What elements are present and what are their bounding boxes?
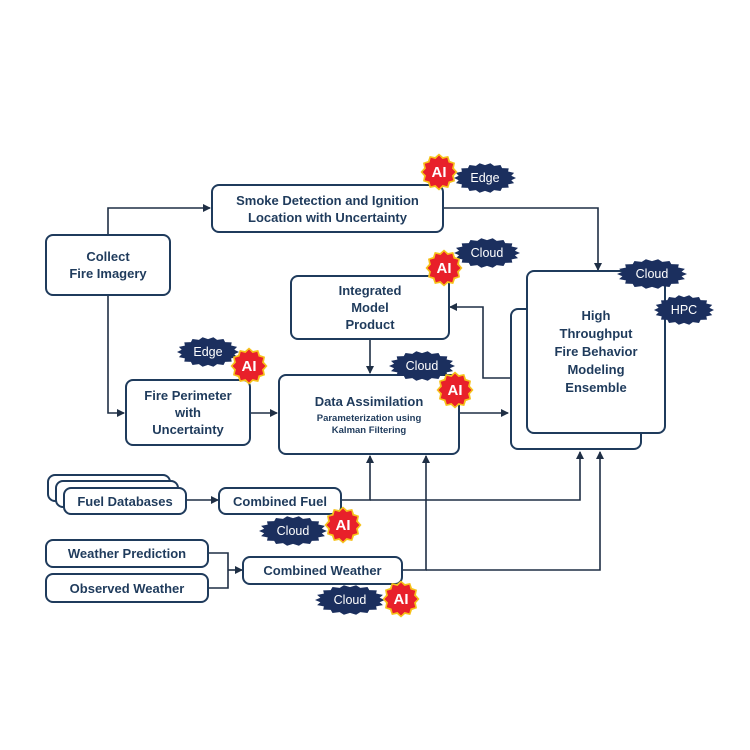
smoke-line-1: Smoke Detection and Ignition: [236, 192, 419, 208]
integrated-line-3: Product: [345, 317, 395, 332]
smoke-detection-box[interactable]: Smoke Detection and Ignition Location wi…: [211, 184, 444, 233]
edge-badge-smoke: Edge: [453, 162, 517, 194]
arrow-fuel-to-assimilation: [342, 455, 374, 501]
smoke-line-2: Location with Uncertainty: [248, 209, 407, 225]
ai-badge-smoke-label: AI: [431, 163, 447, 181]
ai-badge-integrated: AI: [425, 249, 463, 287]
data-assimilation-box[interactable]: Data Assimilation Parameterization using…: [278, 374, 460, 455]
ai-badge-smoke: AI: [420, 153, 458, 191]
ensemble-line-2: Throughput: [559, 326, 633, 341]
ai-badge-perimeter-label: AI: [241, 357, 257, 375]
combined-fuel-box[interactable]: Combined Fuel: [218, 487, 342, 515]
ensemble-line-4: Modeling: [567, 362, 625, 377]
collect-fire-imagery-box[interactable]: Collect Fire Imagery: [45, 234, 171, 296]
edge-badge-perimeter-label: Edge: [193, 345, 223, 359]
ai-badge-assimilation-label: AI: [447, 381, 463, 399]
arrow-collect-to-smoke: [107, 204, 211, 234]
fuel-databases-box[interactable]: Fuel Databases: [63, 487, 187, 515]
observed-weather-label: Observed Weather: [69, 580, 185, 596]
perimeter-line-3: Uncertainty: [152, 422, 224, 437]
ai-badge-weather: AI: [382, 580, 420, 618]
fire-perimeter-box[interactable]: Fire Perimeter with Uncertainty: [125, 379, 251, 446]
arrow-ensemble-to-integrated: [449, 303, 526, 379]
ai-badge-weather-label: AI: [393, 590, 409, 608]
fuel-db-label: Fuel Databases: [77, 493, 173, 509]
arrow-weather-to-assimilation: [403, 455, 430, 571]
ensemble-line-1: High: [581, 308, 611, 323]
weather-prediction-label: Weather Prediction: [67, 546, 187, 561]
observed-weather-box[interactable]: Observed Weather: [45, 573, 209, 603]
ensemble-line-5: Ensemble: [565, 380, 627, 395]
cloud-badge-fuel: Cloud: [258, 515, 328, 547]
arrow-weather-merge: [209, 552, 229, 589]
cloud-badge-ensemble: Cloud: [616, 258, 688, 290]
integrated-model-box[interactable]: Integrated Model Product: [290, 275, 450, 340]
arrow-weather-to-ensemble: [426, 451, 604, 571]
edge-badge-smoke-label: Edge: [470, 171, 500, 185]
arrow-smoke-to-ensemble: [444, 207, 602, 271]
ai-badge-fuel-label: AI: [335, 516, 351, 534]
integrated-line-2: Model: [351, 300, 389, 315]
ensemble-line-3: Fire Behavior: [554, 344, 638, 359]
cloud-badge-assimilation: Cloud: [388, 350, 456, 382]
cloud-badge-ensemble-label: Cloud: [635, 267, 669, 281]
ai-badge-perimeter: AI: [230, 347, 268, 385]
collect-line-2: Fire Imagery: [69, 266, 147, 281]
edge-badge-perimeter: Edge: [176, 336, 240, 368]
ai-badge-integrated-label: AI: [436, 259, 452, 277]
assimilation-sub-1: Parameterization using: [316, 412, 422, 424]
collect-line-1: Collect: [86, 249, 130, 264]
cloud-badge-assimilation-label: Cloud: [405, 359, 439, 373]
arrow-fuel-to-ensemble: [370, 451, 584, 501]
integrated-line-1: Integrated: [338, 283, 402, 298]
assimilation-title: Data Assimilation: [314, 393, 424, 409]
cloud-badge-weather-label: Cloud: [333, 593, 367, 607]
hpc-badge-ensemble-label: HPC: [670, 303, 698, 317]
ai-badge-fuel: AI: [324, 506, 362, 544]
perimeter-line-2: with: [175, 405, 201, 420]
cloud-badge-weather: Cloud: [314, 584, 386, 616]
assimilation-sub-2: Kalman Filtering: [331, 424, 407, 436]
hpc-badge-ensemble: HPC: [653, 294, 715, 326]
perimeter-line-1: Fire Perimeter: [144, 388, 232, 403]
cloud-badge-integrated-label: Cloud: [470, 246, 504, 260]
combined-fuel-label: Combined Fuel: [233, 493, 327, 509]
ai-badge-assimilation: AI: [436, 371, 474, 409]
fire-behavior-ensemble-box[interactable]: High Throughput Fire Behavior Modeling E…: [526, 270, 666, 434]
weather-prediction-box[interactable]: Weather Prediction: [45, 539, 209, 568]
arrow-collect-to-perimeter: [107, 296, 125, 417]
combined-weather-label: Combined Weather: [263, 563, 382, 578]
cloud-badge-integrated: Cloud: [453, 237, 521, 269]
combined-weather-box[interactable]: Combined Weather: [242, 556, 403, 585]
cloud-badge-fuel-label: Cloud: [276, 524, 310, 538]
